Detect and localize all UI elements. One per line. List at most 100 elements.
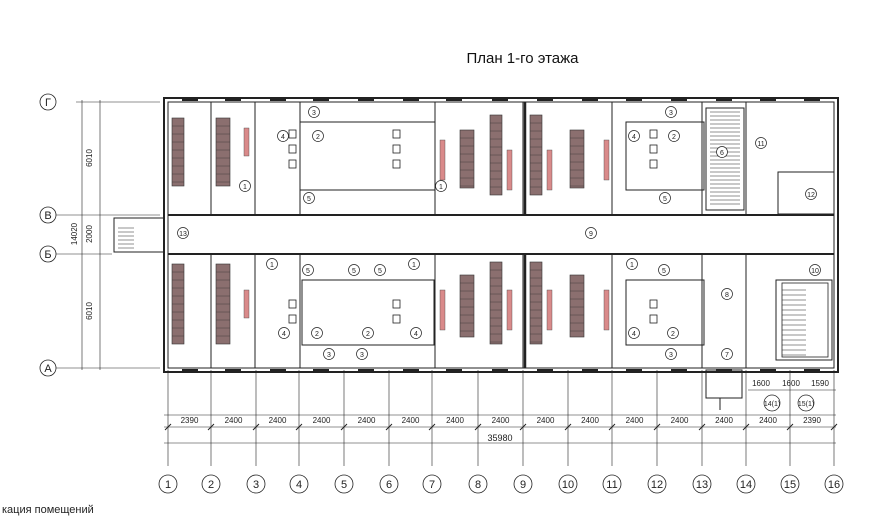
room-tag [585,227,597,239]
room-tag-number: 6 [720,150,724,157]
room-tag [665,106,677,118]
room-tag [303,192,315,204]
axis-bubble-number [246,474,266,494]
dim-span-label: 2400 [715,416,733,425]
wc-block [625,121,705,191]
board [506,289,513,331]
room-tag [755,137,767,149]
side-dim-label: 6010 [85,149,94,167]
window-mark [760,98,776,101]
room-tag-number: 3 [360,352,364,359]
dim-tick [698,423,706,431]
dim-span-label: 2400 [402,416,420,425]
room-tag-number: 5 [663,196,667,203]
window-mark [492,98,508,101]
room-tag [721,288,733,300]
room-tag-number: 11 [757,141,764,148]
dim-tick [295,423,303,431]
room-tag [177,227,189,239]
desk-row [569,129,585,189]
room-tag [362,327,374,339]
toilet [649,144,658,154]
room-tag-number: 3 [669,110,673,117]
window-mark [358,369,374,372]
wc-block [625,279,705,346]
axis-number-label: 12 [651,479,663,491]
axis-letter-label: Г [45,97,51,109]
dim-tick [608,423,616,431]
dim-total-label: 35980 [487,433,512,443]
axis-number-label: 14 [740,479,752,491]
window-mark [626,98,642,101]
room-tag-number: 5 [378,268,382,275]
toilet [649,159,658,169]
window-mark [626,369,642,372]
rooms-legend-caption: кация помещений [2,504,94,516]
room-tag [668,130,680,142]
desk-row [459,274,475,338]
room-tag-number: 1 [243,184,247,191]
room-tag [716,146,728,158]
board [546,149,553,191]
axis-number-label: 7 [429,479,435,491]
axis-number-label: 11 [606,479,617,491]
room-tag [410,327,422,339]
dim-tick [207,423,215,431]
window-mark [358,98,374,101]
page-title: План 1-го этажа [466,50,579,67]
room-tag-number: 7 [725,352,729,359]
room-tag [659,192,671,204]
dim-tick [340,423,348,431]
room-tag [667,327,679,339]
board [439,289,446,331]
room-tag [348,264,360,276]
axis-number-label: 8 [475,479,481,491]
room-tag-number: 4 [632,331,636,338]
room-tag-number: 1 [412,262,416,269]
window-mark [182,369,198,372]
room-tag-number: 5 [306,268,310,275]
room-tag-number: 2 [366,331,370,338]
axis-letter-label: А [44,363,52,375]
side-dim-label: 6010 [85,302,94,320]
room-tag [308,106,320,118]
window-mark [537,98,553,101]
wc-block [301,279,435,346]
dim-span-label: 2400 [492,416,510,425]
dim-span-label: 2390 [181,416,199,425]
axis-bubble-number [422,474,442,494]
window-mark [446,369,462,372]
room-tag [628,130,640,142]
axis-number-label: 4 [296,479,302,491]
dim-span-label: 2400 [626,416,644,425]
window-mark [804,98,820,101]
detail-tag [797,394,815,412]
room-tag-number: 4 [282,331,286,338]
room-tag-number: 3 [312,110,316,117]
board [243,289,250,319]
board [546,289,553,331]
dim-tick [385,423,393,431]
dim-span-label: 2400 [537,416,555,425]
room-tag [356,348,368,360]
room-tag-number: 13 [179,231,187,238]
window-mark [403,369,419,372]
window-mark [537,369,553,372]
toilet [649,314,658,324]
stair-dim-label: 1600 [752,379,770,388]
room-tag [312,130,324,142]
board [439,139,446,181]
dim-tick [830,423,838,431]
axis-number-label: 6 [386,479,392,491]
axis-bubble-number [558,474,578,494]
dim-tick [252,423,260,431]
room-tag-number: 3 [669,352,673,359]
toilet [288,159,297,169]
axis-bubble-number [201,474,221,494]
dim-tick [564,423,572,431]
axis-letter-label: В [44,210,51,222]
dim-span-label: 2400 [671,416,689,425]
room-tag-number: 4 [414,331,418,338]
room-tag-number: 5 [307,196,311,203]
room-tag-number: 3 [327,352,331,359]
